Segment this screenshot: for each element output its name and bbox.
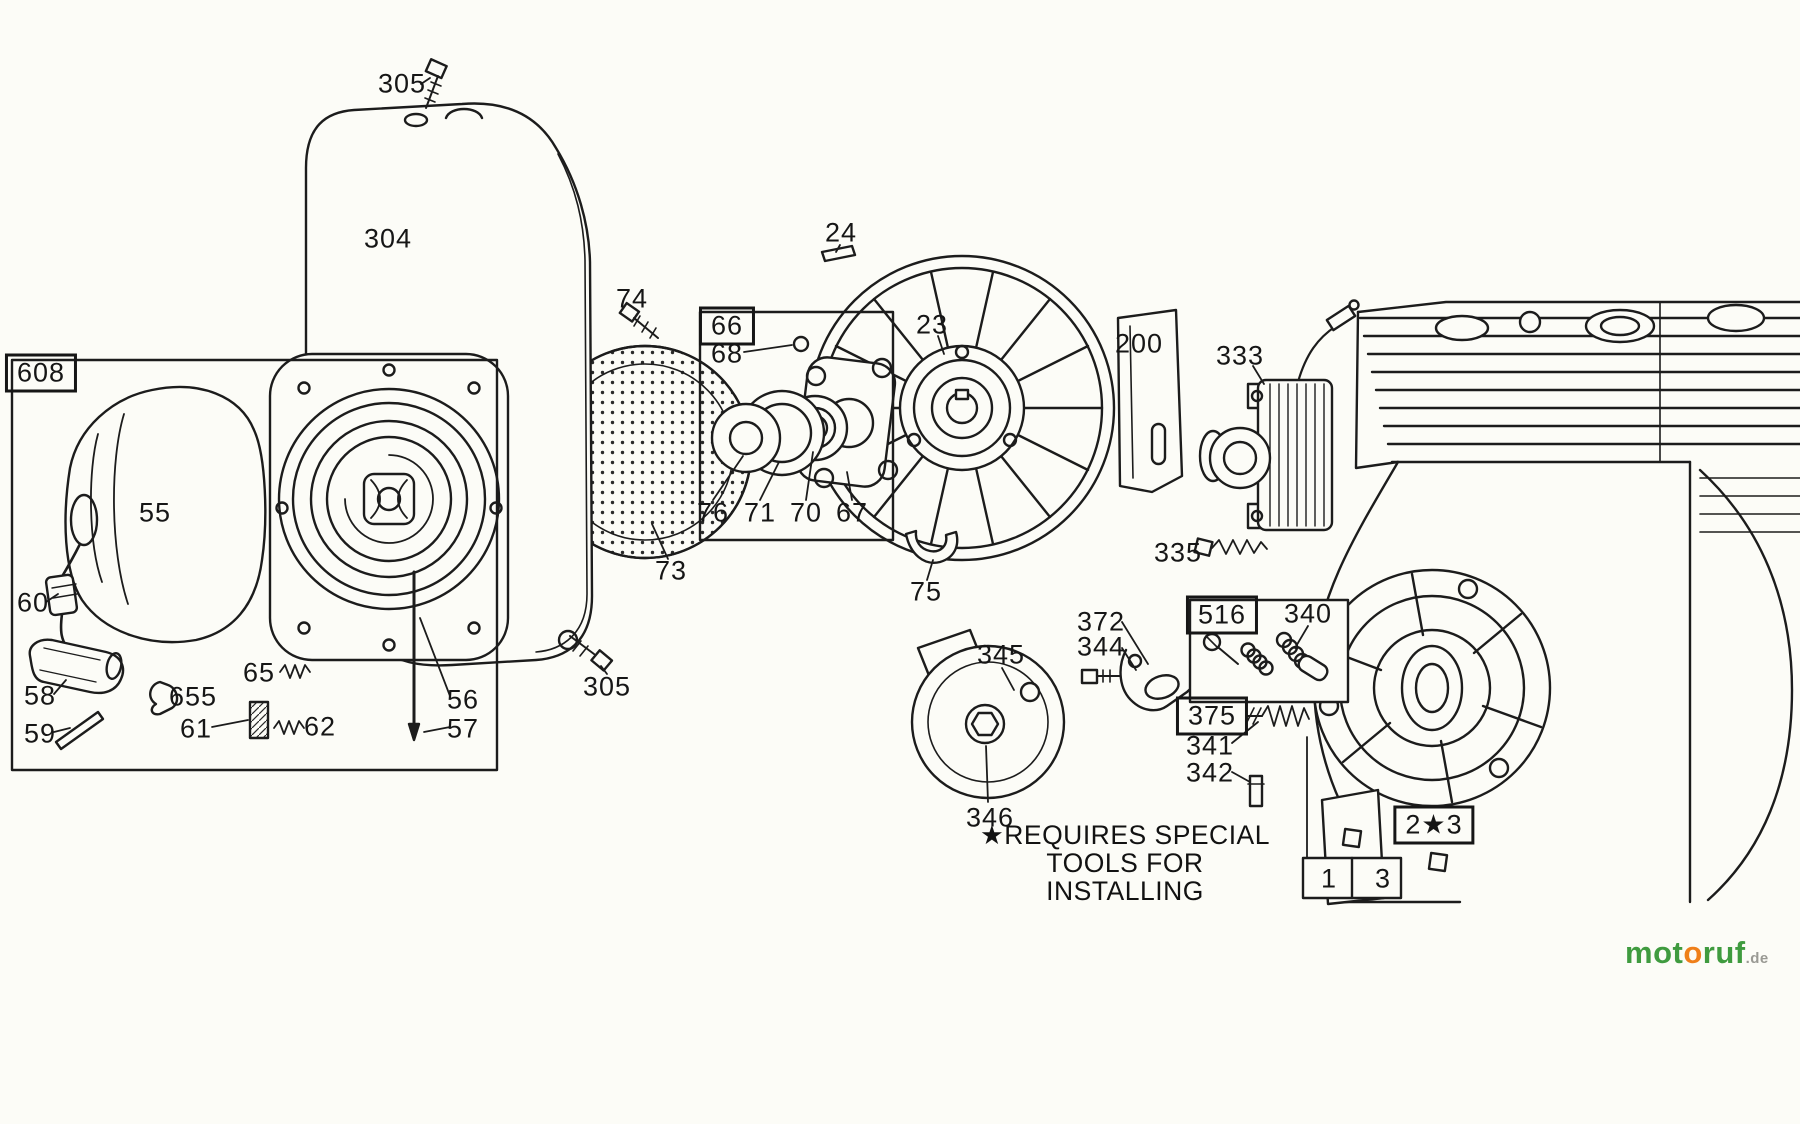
rope-ferrule-60 <box>44 573 79 617</box>
points-spring-341 <box>1245 705 1310 727</box>
armature-mount-screw <box>1193 537 1268 557</box>
flywheel-key <box>820 244 857 263</box>
note-line-2: TOOLS FOR INSTALLING <box>1046 847 1204 906</box>
note-line-1: ★REQUIRES SPECIAL <box>980 820 1270 850</box>
watermark-text-green-1: mot <box>1625 935 1684 970</box>
rewind-starter-box <box>10 358 499 772</box>
rewind-pulley <box>309 419 469 742</box>
starter-rope-cone <box>64 385 267 644</box>
condenser-bracket <box>1080 648 1196 712</box>
housing-screw-top-305 <box>424 58 448 109</box>
debris-shield <box>1116 308 1184 494</box>
retainer-clip-655 <box>149 680 179 716</box>
starter-clutch-assembly <box>698 310 899 542</box>
housing-screw-bottom-305 <box>569 635 614 672</box>
handle-pin-59 <box>54 710 105 751</box>
pawl-spring-65 <box>279 664 311 679</box>
watermark-suffix: .de <box>1745 950 1769 967</box>
breaker-plunger-cup <box>904 529 959 564</box>
watermark-logo: motoruf.de <box>1625 935 1769 971</box>
points-parts-box <box>1188 598 1350 704</box>
breaker-points-cover <box>910 628 1066 800</box>
reference-number-box <box>1301 856 1403 900</box>
magneto-armature <box>1198 299 1360 532</box>
pivot-pin-342 <box>1247 774 1265 808</box>
special-tools-note: ★REQUIRES SPECIAL TOOLS FOR INSTALLING <box>965 820 1285 906</box>
housing-screw-74 <box>618 301 659 339</box>
pawl-plate-61 <box>248 700 270 740</box>
engine-crankcase <box>1306 300 1800 906</box>
pawl-spring-62 <box>273 720 305 735</box>
watermark-text-orange: o <box>1683 935 1703 970</box>
rope-handle-58 <box>28 638 125 695</box>
watermark-text-green-2: ruf <box>1702 935 1746 970</box>
